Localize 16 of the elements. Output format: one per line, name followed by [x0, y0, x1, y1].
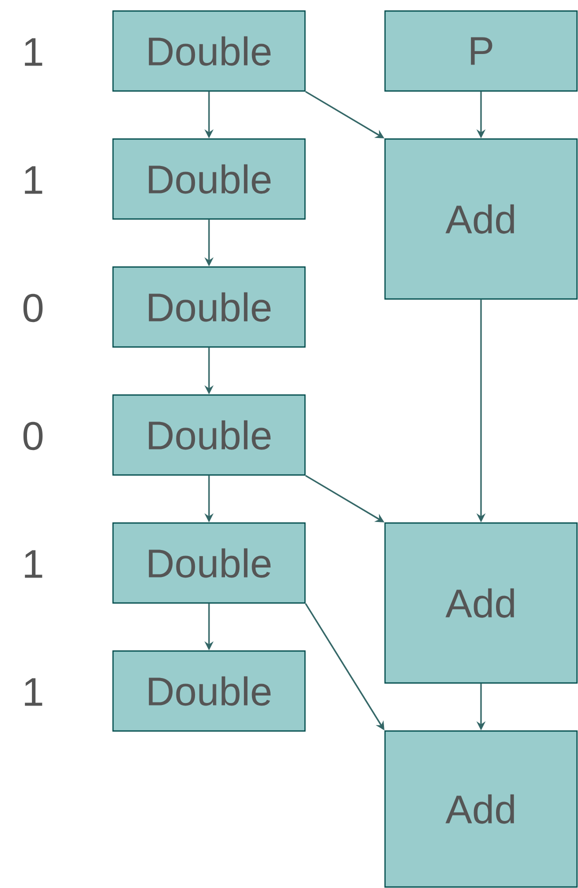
- bit-label: 1: [24, 678, 42, 706]
- process-box: P: [384, 10, 578, 92]
- add-box: Add: [384, 522, 578, 684]
- add-box: Add: [384, 730, 578, 888]
- bit-label: 1: [24, 38, 42, 66]
- process-box: Double: [112, 394, 306, 476]
- bit-label: 1: [24, 550, 42, 578]
- process-box: Double: [112, 522, 306, 604]
- process-box: Double: [112, 10, 306, 92]
- process-box: Double: [112, 266, 306, 348]
- bit-label: 0: [23, 294, 43, 322]
- bit-label: 1: [24, 166, 42, 194]
- process-box: Double: [112, 138, 306, 220]
- add-box: Add: [384, 138, 578, 300]
- bit-label: 0: [23, 422, 43, 450]
- process-box: Double: [112, 650, 306, 732]
